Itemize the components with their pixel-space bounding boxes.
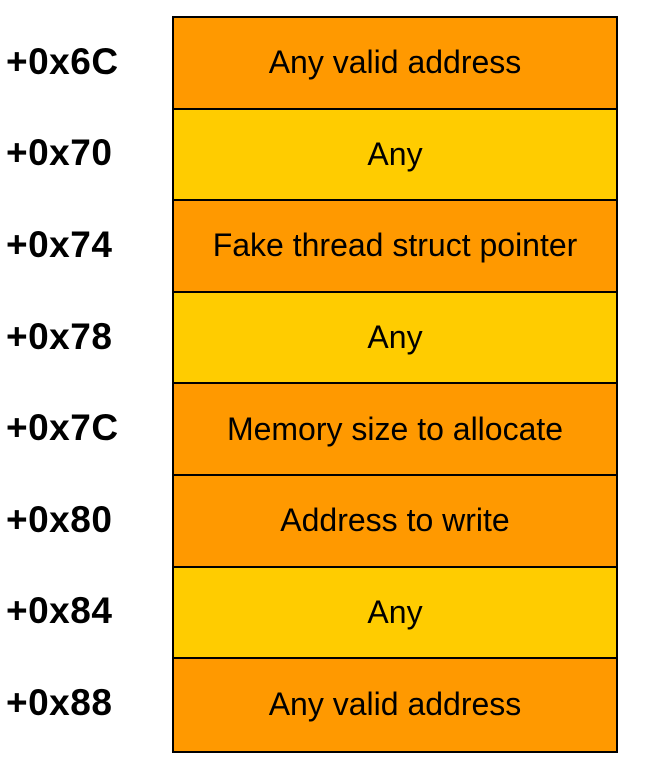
memory-cell: Memory size to allocate — [174, 384, 616, 476]
memory-cell: Any — [174, 109, 616, 202]
memory-cell: Any valid address — [174, 18, 616, 110]
memory-cell: Address to write — [174, 475, 616, 568]
memory-cell: Fake thread struct pointer — [174, 201, 616, 293]
memory-cell: Any — [174, 567, 616, 660]
offset-label: +0x88 — [6, 681, 113, 723]
offset-label: +0x80 — [6, 498, 113, 540]
offset-label: +0x74 — [6, 223, 113, 265]
memory-cell: Any valid address — [174, 659, 616, 751]
offset-label: +0x6C — [6, 40, 119, 82]
offset-labels-column: +0x6C +0x70 +0x74 +0x78 +0x7C +0x80 +0x8… — [6, 16, 166, 749]
memory-stack: Any valid address Any Fake thread struct… — [172, 16, 618, 753]
memory-cell: Any — [174, 292, 616, 385]
offset-label: +0x84 — [6, 590, 113, 632]
offset-label: +0x70 — [6, 132, 113, 174]
offset-label: +0x78 — [6, 315, 113, 357]
offset-label: +0x7C — [6, 407, 119, 449]
